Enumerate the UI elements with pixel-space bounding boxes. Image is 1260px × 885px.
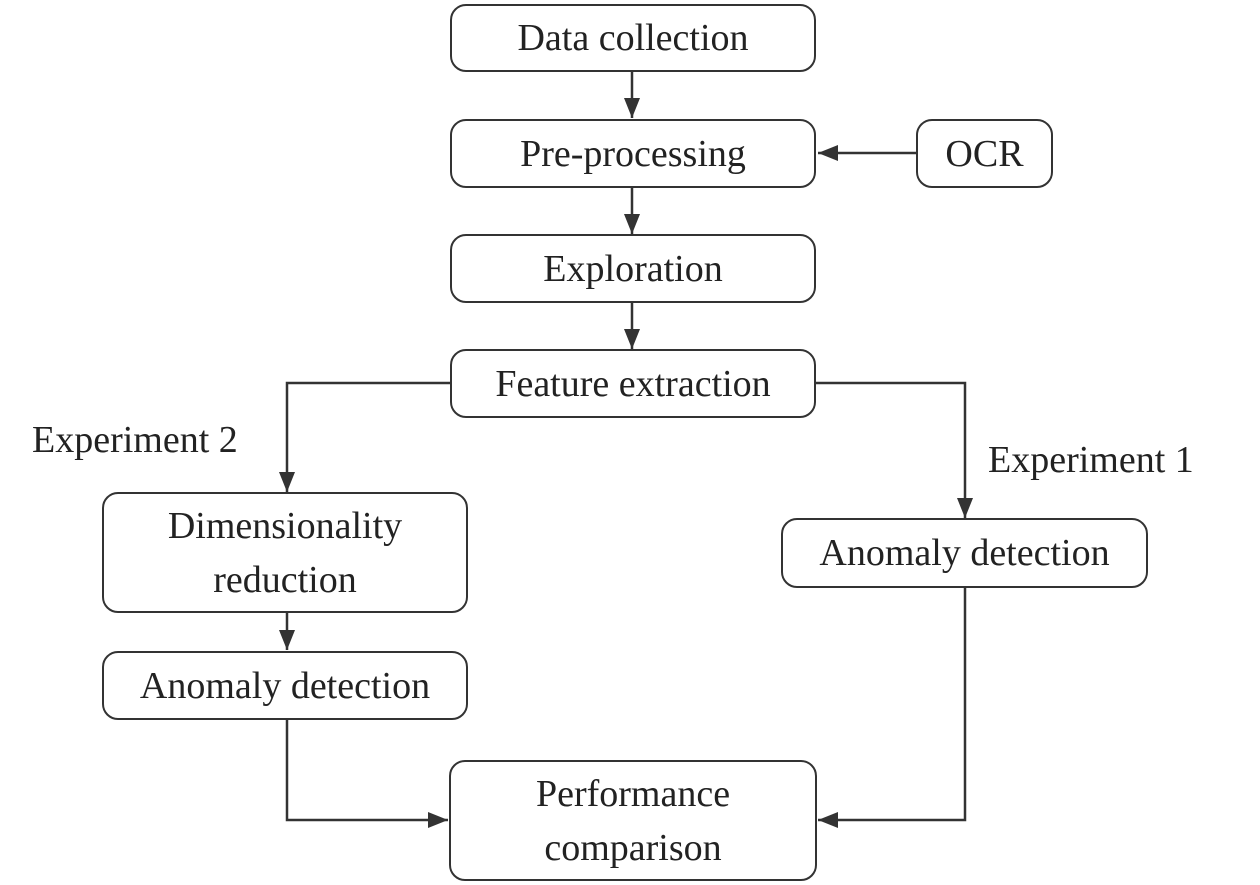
feature-extraction-label: Feature extraction (495, 362, 771, 405)
anomaly-detection-exp1-node: Anomaly detection (781, 518, 1148, 588)
experiment-2-label: Experiment 2 (32, 419, 238, 461)
anomaly-detection-exp1-label: Anomaly detection (819, 532, 1110, 574)
data-collection-label: Data collection (517, 17, 749, 59)
dimensionality-reduction-node: Dimensionality reduction (102, 492, 468, 613)
ocr-label: OCR (945, 132, 1024, 175)
arrow-feature-extraction-to-dimensionality-reduction (279, 381, 450, 492)
dimensionality-reduction-label-line1: Dimensionality (167, 504, 403, 547)
arrow-anomaly-detection-exp2-to-performance (285, 720, 448, 828)
performance-comparison-label-line2: comparison (544, 826, 722, 869)
performance-comparison-label-line1: Performance (535, 772, 731, 815)
feature-extraction-node: Feature extraction (450, 349, 816, 418)
experiment-1-label: Experiment 1 (988, 439, 1194, 481)
pre-processing-label: Pre-processing (520, 132, 746, 175)
arrow-anomaly-detection-exp1-to-performance (818, 588, 967, 828)
data-collection-node: Data collection (450, 4, 816, 72)
exploration-node: Exploration (450, 234, 816, 303)
pre-processing-node: Pre-processing (450, 119, 816, 188)
anomaly-detection-exp2-node: Anomaly detection (102, 651, 468, 720)
exploration-label: Exploration (543, 247, 723, 290)
ocr-node: OCR (916, 119, 1053, 188)
performance-comparison-node: Performance comparison (449, 760, 817, 881)
dimensionality-reduction-label-line2: reduction (213, 558, 357, 601)
anomaly-detection-exp2-label: Anomaly detection (139, 664, 431, 707)
arrow-feature-extraction-to-anomaly-detection-exp1 (816, 381, 973, 518)
